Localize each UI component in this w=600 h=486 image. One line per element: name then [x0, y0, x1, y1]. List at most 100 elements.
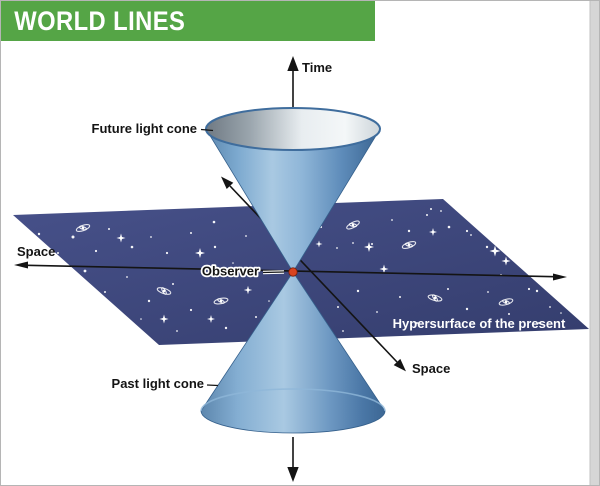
star-dot: [104, 291, 106, 293]
star-dot: [416, 322, 418, 324]
star-dot: [108, 228, 110, 230]
arrowhead-upper-left: [221, 176, 234, 189]
star-dot: [465, 307, 469, 311]
space-left-label: Space: [17, 244, 55, 259]
star-dot: [376, 311, 378, 313]
star-dot: [268, 300, 270, 302]
star-dot: [83, 269, 87, 273]
galaxy: [401, 241, 417, 249]
star-dot: [447, 225, 451, 229]
star-dot: [130, 245, 134, 249]
star-dot: [391, 219, 393, 221]
star-dot: [71, 235, 75, 239]
star-dot: [189, 308, 193, 312]
star-dot: [399, 296, 401, 298]
star-dot: [190, 232, 192, 234]
arrowhead-right: [553, 273, 567, 281]
observer-marker: [262, 267, 298, 277]
star-dot: [336, 247, 338, 249]
star-dot: [535, 289, 539, 293]
star-sparkle: [116, 233, 126, 243]
star-dot: [487, 291, 489, 293]
star-sparkle: [207, 315, 215, 323]
galaxy: [156, 287, 172, 295]
star-field: [37, 208, 562, 332]
star-dot: [245, 235, 247, 237]
star-dot: [430, 208, 432, 210]
time-label: Time: [302, 60, 332, 75]
star-dot: [356, 289, 360, 293]
star-dot: [371, 243, 373, 245]
space-axis-diagonal: [221, 176, 406, 372]
star-dot: [508, 313, 510, 315]
star-dot: [212, 220, 216, 224]
star-dot: [538, 322, 540, 324]
star-dot: [342, 330, 344, 332]
star-dot: [147, 299, 151, 303]
observer-label: Observer: [202, 264, 259, 279]
past-time-axis: [287, 437, 299, 482]
star-dot: [150, 236, 152, 238]
star-dot: [549, 306, 551, 308]
star-dot: [165, 251, 169, 255]
star-dot: [57, 252, 59, 254]
star-dot: [337, 306, 339, 308]
star-dot: [426, 214, 428, 216]
star-dot: [447, 288, 449, 290]
star-dot: [440, 210, 442, 212]
star-sparkle: [501, 256, 511, 266]
galaxy: [498, 298, 514, 306]
past-cone-body: [200, 271, 386, 434]
galaxy: [213, 297, 229, 305]
star-sparkle: [195, 248, 205, 258]
star-dot: [232, 262, 234, 264]
future-light-cone: [205, 107, 381, 273]
hypersurface-label: Hypersurface of the present: [393, 316, 566, 331]
title-banner: WORLD LINES: [1, 1, 375, 41]
observer-dot: [288, 267, 298, 277]
galaxy: [427, 294, 443, 302]
future-cone-label: Future light cone: [92, 121, 197, 136]
star-sparkle: [429, 228, 437, 236]
star-dot: [63, 282, 65, 284]
right-edge-shadow: [590, 1, 599, 485]
star-dot: [204, 270, 206, 272]
future-cone-leader-line: [200, 128, 214, 132]
star-dot: [470, 234, 472, 236]
star-dot: [527, 287, 531, 291]
observer-leader-line: [262, 271, 285, 274]
arrowhead-down: [287, 467, 299, 482]
past-cone-label: Past light cone: [112, 376, 204, 391]
arrowhead-left: [14, 261, 28, 269]
star-sparkle: [364, 242, 374, 252]
star-dot: [37, 232, 41, 236]
star-dot: [140, 318, 142, 320]
star-dot: [407, 229, 411, 233]
galaxy: [75, 224, 91, 232]
star-dot: [126, 276, 128, 278]
star-sparkle: [379, 264, 389, 274]
past-light-cone: [200, 271, 386, 434]
star-dot: [172, 283, 174, 285]
page-title: WORLD LINES: [14, 5, 186, 36]
star-dot: [224, 326, 228, 330]
time-axis: [287, 56, 299, 113]
past-cone-rim: [200, 388, 386, 412]
star-dot: [485, 245, 489, 249]
arrowhead-time: [287, 56, 299, 71]
star-sparkle: [489, 245, 501, 257]
star-sparkle: [159, 314, 169, 324]
star-dot: [94, 249, 98, 253]
star-dot: [560, 312, 562, 314]
star-sparkle: [243, 285, 253, 295]
star-dot: [352, 242, 354, 244]
space-lower-label: Space: [412, 361, 450, 376]
galaxy: [346, 220, 360, 230]
star-dot: [465, 229, 469, 233]
star-dot: [176, 330, 178, 332]
star-dot: [255, 316, 257, 318]
past-cone-leader-line: [206, 384, 219, 387]
star-sparkle: [315, 240, 323, 248]
